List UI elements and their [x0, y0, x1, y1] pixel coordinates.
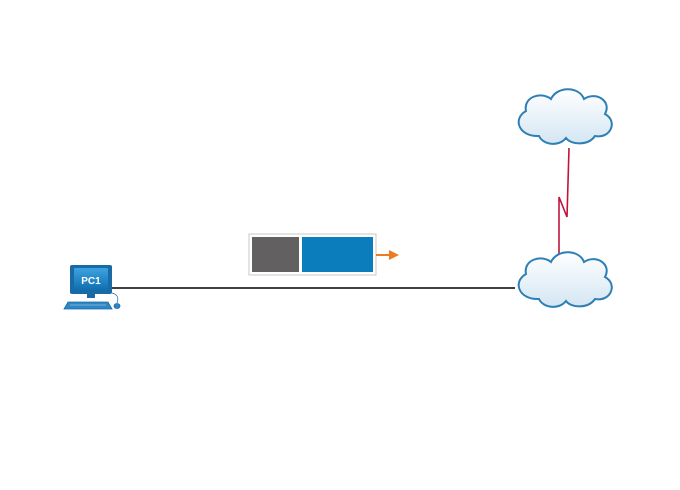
- serial-link[interactable]: [558, 147, 570, 262]
- packet-header-segment: [252, 237, 299, 272]
- cloud-lower-icon[interactable]: [517, 251, 613, 308]
- pc-label: PC1: [81, 276, 101, 287]
- direction-arrow-icon: [376, 250, 399, 260]
- packet-payload-segment: [302, 237, 373, 272]
- desktop-computer-icon[interactable]: PC1: [63, 265, 121, 310]
- packet: [248, 233, 377, 276]
- cloud-upper-icon[interactable]: [517, 88, 613, 145]
